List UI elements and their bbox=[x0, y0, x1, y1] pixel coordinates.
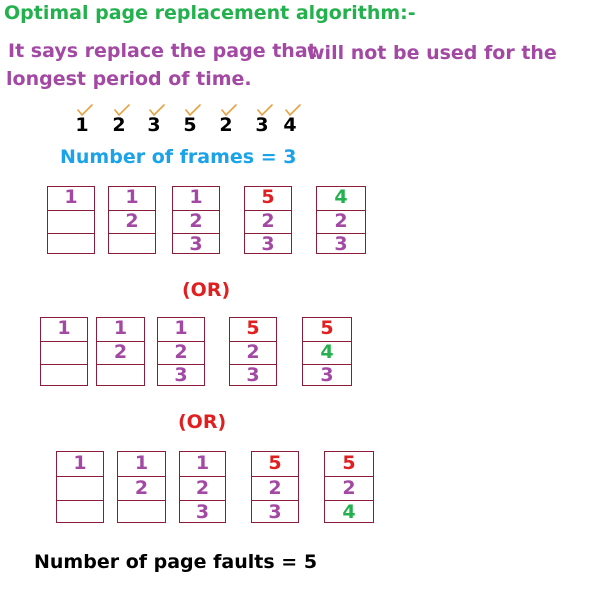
check-mark-icon bbox=[285, 104, 301, 116]
frame-slot bbox=[48, 210, 94, 233]
frame-slot: 1 bbox=[174, 317, 188, 339]
frame-box: 1 bbox=[47, 186, 95, 254]
frame-slot: 3 bbox=[180, 500, 225, 524]
frame-slot: 5 bbox=[246, 317, 260, 339]
reference-item: 3 bbox=[146, 104, 166, 140]
frame-slot bbox=[48, 233, 94, 255]
frame-slot: 1 bbox=[73, 452, 87, 474]
frame-slot: 2 bbox=[252, 476, 298, 500]
frame-slot: 1 bbox=[189, 186, 203, 208]
frame-slot bbox=[57, 476, 103, 500]
check-mark-icon bbox=[257, 104, 273, 116]
frame-slot: 5 bbox=[342, 452, 356, 474]
page-faults-label: Number of page faults = 5 bbox=[34, 551, 318, 573]
reference-item: 2 bbox=[111, 104, 131, 140]
reference-number: 1 bbox=[75, 114, 89, 136]
frames-count-label: Number of frames = 3 bbox=[60, 146, 297, 168]
description-part-2: will not be used for the bbox=[307, 42, 557, 64]
reference-item: 4 bbox=[282, 104, 302, 140]
reference-number: 3 bbox=[255, 114, 269, 136]
frame-slot bbox=[118, 500, 165, 524]
frame-slot: 5 bbox=[261, 186, 275, 208]
frame-slot: 4 bbox=[325, 500, 373, 524]
check-mark-icon bbox=[221, 104, 237, 116]
reference-number: 4 bbox=[283, 114, 297, 136]
frame-slot: 4 bbox=[334, 186, 348, 208]
frame-slot: 2 bbox=[118, 476, 165, 500]
frame-slot bbox=[41, 364, 87, 387]
frame-slot: 3 bbox=[230, 364, 276, 387]
frame-slot: 3 bbox=[303, 364, 351, 387]
reference-number: 5 bbox=[183, 114, 197, 136]
frame-slot: 2 bbox=[173, 210, 219, 233]
frame-slot: 3 bbox=[317, 233, 365, 255]
reference-item: 3 bbox=[254, 104, 274, 140]
frame-slot: 4 bbox=[303, 341, 351, 364]
check-mark-icon bbox=[149, 104, 165, 116]
frame-box: 1 bbox=[40, 317, 88, 386]
or-separator-2: (OR) bbox=[178, 411, 227, 433]
frame-slot: 1 bbox=[113, 317, 128, 339]
check-mark-icon bbox=[185, 104, 201, 116]
frame-slot bbox=[57, 500, 103, 524]
frame-slot bbox=[109, 233, 155, 255]
reference-number: 2 bbox=[219, 114, 233, 136]
frame-slot: 2 bbox=[230, 341, 276, 364]
frame-slot: 3 bbox=[252, 500, 298, 524]
reference-item: 5 bbox=[182, 104, 202, 140]
reference-item: 2 bbox=[218, 104, 238, 140]
frame-slot bbox=[97, 364, 144, 387]
frame-slot: 1 bbox=[64, 186, 78, 208]
frame-slot bbox=[41, 341, 87, 364]
frame-slot: 2 bbox=[158, 341, 204, 364]
description-part-1: It says replace the page that bbox=[8, 40, 317, 62]
reference-number: 3 bbox=[147, 114, 161, 136]
check-mark-icon bbox=[77, 104, 93, 116]
check-mark-icon bbox=[114, 104, 130, 116]
frame-slot: 2 bbox=[245, 210, 291, 233]
reference-item: 1 bbox=[74, 104, 94, 140]
frame-slot: 1 bbox=[195, 452, 210, 474]
page-title: Optimal page replacement algorithm:- bbox=[4, 2, 416, 24]
frame-slot: 1 bbox=[125, 186, 139, 208]
reference-number: 2 bbox=[112, 114, 126, 136]
frame-slot: 3 bbox=[245, 233, 291, 255]
frame-slot: 3 bbox=[158, 364, 204, 387]
description-part-3: longest period of time. bbox=[6, 68, 252, 90]
frame-box: 1 bbox=[56, 451, 104, 523]
frame-slot: 1 bbox=[57, 317, 71, 339]
frame-slot: 1 bbox=[134, 452, 149, 474]
frame-slot: 2 bbox=[97, 341, 144, 364]
frame-slot: 5 bbox=[320, 317, 334, 339]
frame-slot: 2 bbox=[317, 210, 365, 233]
frame-slot: 2 bbox=[325, 476, 373, 500]
or-separator-1: (OR) bbox=[182, 279, 231, 301]
frame-slot: 5 bbox=[268, 452, 282, 474]
frame-slot: 2 bbox=[180, 476, 225, 500]
frame-slot: 2 bbox=[109, 210, 155, 233]
frame-slot: 3 bbox=[173, 233, 219, 255]
